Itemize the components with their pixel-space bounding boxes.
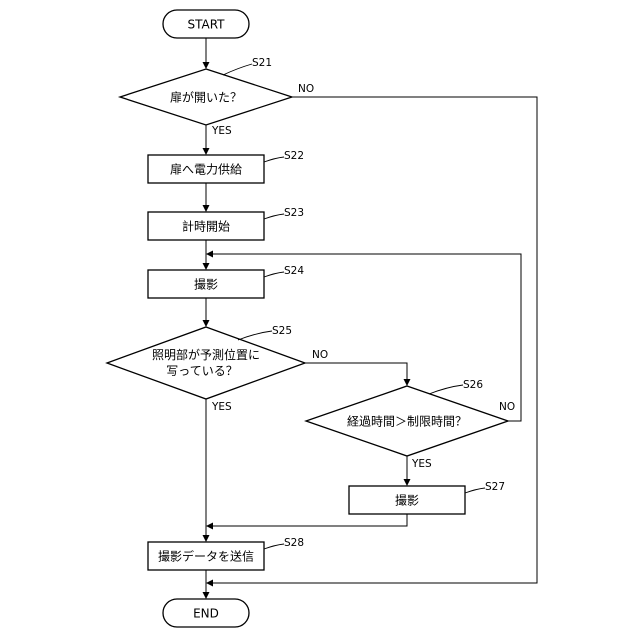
branch-label-s25-no: NO xyxy=(312,349,328,361)
leader-s24 xyxy=(264,272,284,277)
leader-s25 xyxy=(238,331,272,340)
leader-s23 xyxy=(264,214,284,219)
connector-s25-s26 xyxy=(305,363,407,380)
branch-label-s26-yes: YES xyxy=(411,458,432,470)
decision-s25-text-line1: 照明部が予測位置に xyxy=(152,347,260,362)
leader-s21 xyxy=(223,64,252,75)
end-label: END xyxy=(193,607,219,621)
step-id-s26: S26 xyxy=(463,379,483,391)
process-s28-text: 撮影データを送信 xyxy=(158,549,254,564)
decision-s25-text-line2: 写っている？ xyxy=(166,364,237,378)
arrowhead xyxy=(203,592,210,599)
process-s27-text: 撮影 xyxy=(395,494,419,508)
process-s22-text: 扉へ電力供給 xyxy=(170,163,242,177)
arrowhead xyxy=(404,479,411,486)
step-id-s21: S21 xyxy=(252,57,272,69)
start-label: START xyxy=(187,18,225,32)
leader-s26 xyxy=(429,385,463,394)
connector-s27-merge xyxy=(212,514,407,526)
branch-label-s21-yes: YES xyxy=(211,125,232,137)
process-s24-text: 撮影 xyxy=(194,278,218,292)
process-s23-text: 計時開始 xyxy=(182,219,230,234)
leader-s22 xyxy=(264,157,284,162)
arrowhead xyxy=(206,580,213,587)
step-id-s27: S27 xyxy=(485,481,505,493)
arrowhead xyxy=(203,263,210,270)
step-id-s22: S22 xyxy=(284,150,304,162)
branch-label-s26-no: NO xyxy=(499,401,515,413)
step-id-s24: S24 xyxy=(284,265,304,277)
decision-s21-text: 扉が開いた？ xyxy=(170,90,242,105)
branch-label-s25-yes: YES xyxy=(211,401,232,413)
arrowhead xyxy=(203,62,210,69)
step-id-s23: S23 xyxy=(284,207,304,219)
leader-s27 xyxy=(465,488,485,493)
step-id-s28: S28 xyxy=(284,537,304,549)
decision-s25 xyxy=(107,327,305,399)
arrowhead xyxy=(203,205,210,212)
arrowhead xyxy=(203,148,210,155)
step-id-s25: S25 xyxy=(272,325,292,337)
arrowhead xyxy=(206,251,213,258)
decision-s26-text: 経過時間＞制限時間？ xyxy=(347,415,467,429)
arrowhead xyxy=(404,379,411,386)
leader-s28 xyxy=(264,544,284,549)
arrowhead xyxy=(203,535,210,542)
arrowhead xyxy=(203,320,210,327)
arrowhead xyxy=(206,523,213,530)
branch-label-s21-no: NO xyxy=(298,83,314,95)
